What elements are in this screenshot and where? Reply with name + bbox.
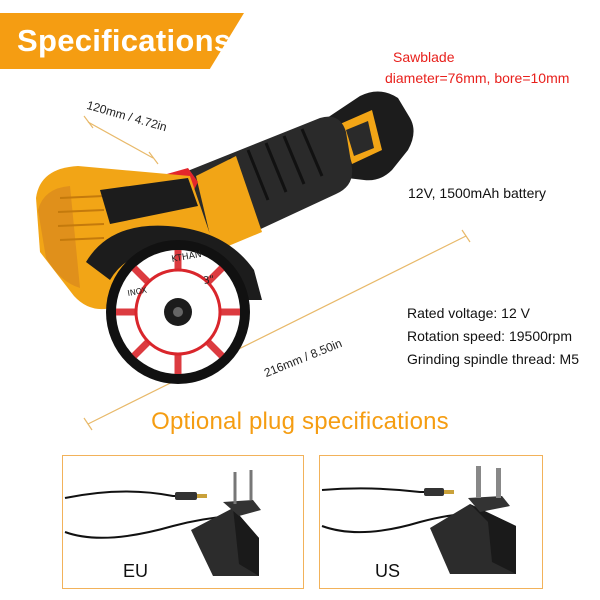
spec-list: Rated voltage: 12 V Rotation speed: 1950…	[407, 302, 579, 371]
spec-spindle-thread: Grinding spindle thread: M5	[407, 351, 579, 367]
spec-rotation-speed: Rotation speed: 19500rpm	[407, 328, 572, 344]
eu-plug-label: EU	[123, 561, 149, 581]
width-dimension-line	[83, 115, 159, 165]
us-plug-label: US	[375, 561, 401, 581]
eu-charger-icon	[64, 470, 261, 576]
battery-spec: 12V, 1500mAh battery	[408, 185, 547, 201]
us-charger-icon	[321, 466, 516, 574]
length-dimension-line	[83, 229, 471, 431]
specifications-banner	[0, 13, 244, 69]
spec-rated-voltage: Rated voltage: 12 V	[407, 305, 530, 321]
blade-material-print: INOX	[127, 286, 148, 298]
eu-plug-panel: EU	[62, 455, 304, 589]
sawblade-dimensions: diameter=76mm, bore=10mm	[385, 70, 570, 86]
cutting-blade: KTHAN 3" INOX	[106, 240, 250, 384]
banner-title: Specifications	[17, 23, 232, 58]
blade-guard	[86, 225, 262, 300]
sawblade-spec: Sawblade diameter=76mm, bore=10mm	[385, 47, 595, 89]
sawblade-label: Sawblade	[393, 49, 455, 65]
grinder-handle	[170, 116, 353, 252]
optional-plug-title: Optional plug specifications	[151, 408, 449, 435]
us-plug-panel: US	[319, 455, 543, 589]
blade-size-print: 3"	[203, 274, 216, 287]
